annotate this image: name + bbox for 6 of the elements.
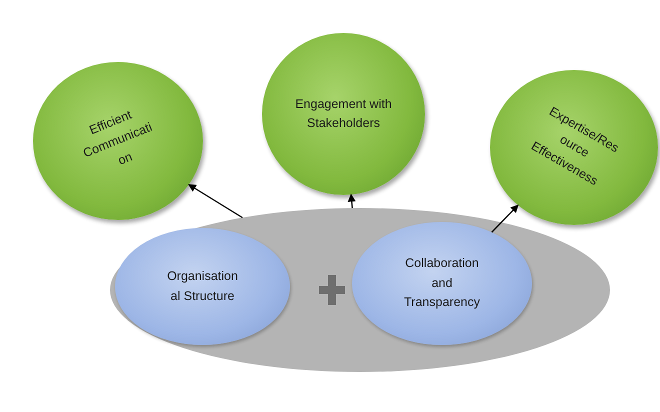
arrow (188, 184, 243, 218)
arrow (491, 204, 519, 233)
node-label: Collaboration and Transparency (403, 255, 481, 312)
arrow (348, 194, 356, 208)
node-label: Organisation al Structure (166, 268, 239, 304)
node-label: Engagement with Stakeholders (294, 96, 393, 132)
